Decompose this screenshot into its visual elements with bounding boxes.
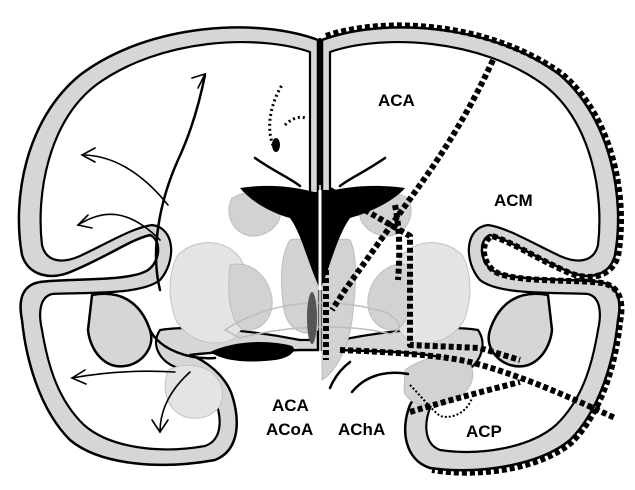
label-acm: ACM bbox=[494, 191, 533, 210]
label-aca-bottom: ACA bbox=[272, 396, 309, 415]
right-hemisphere bbox=[322, 27, 619, 470]
acha-vessel bbox=[352, 373, 408, 392]
perforator-origin bbox=[272, 138, 280, 152]
third-ventricle-mark bbox=[307, 292, 317, 344]
label-acp: ACP bbox=[466, 422, 502, 441]
label-acoa: ACoA bbox=[266, 420, 313, 439]
label-acha: AChA bbox=[338, 420, 385, 439]
label-aca-top: ACA bbox=[378, 91, 415, 110]
